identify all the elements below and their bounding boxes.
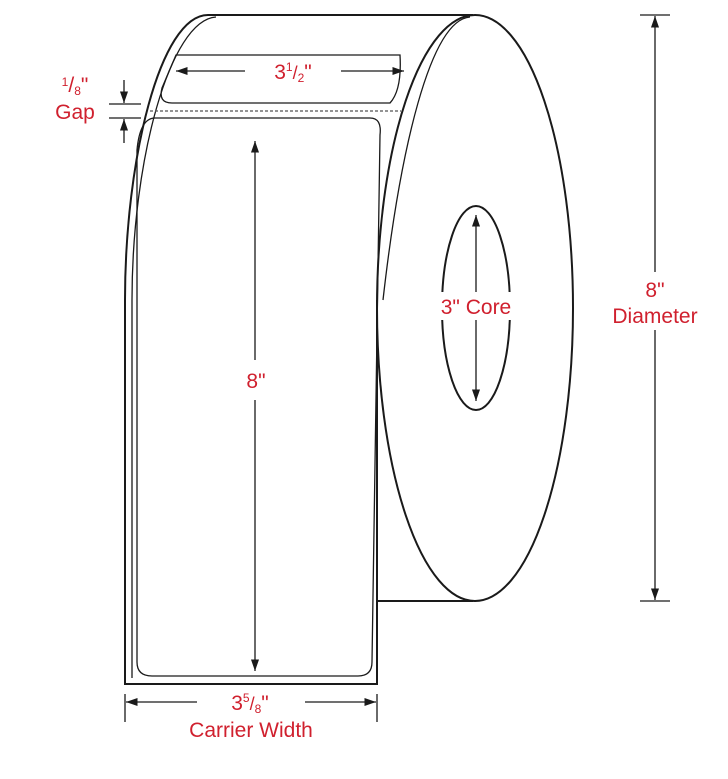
carrier-width-label: Carrier Width bbox=[189, 719, 313, 742]
gap-dimension: 1/8" Gap bbox=[55, 74, 141, 143]
carrier-width-dimension: 35/8" Carrier Width bbox=[124, 691, 378, 742]
label-width-text: 31/2" bbox=[274, 60, 312, 85]
carrier-inner-edge bbox=[131, 16, 217, 678]
main-label bbox=[136, 117, 381, 677]
roll-wrap-edge bbox=[382, 16, 471, 301]
label-width-dimension: 31/2" bbox=[176, 60, 404, 85]
diameter-value: 8" bbox=[645, 279, 664, 302]
label-height-text: 8" bbox=[246, 370, 265, 393]
diameter-dimension: 8" Diameter bbox=[612, 14, 698, 602]
carrier-outline bbox=[124, 14, 378, 685]
core-dimension: 3" Core bbox=[433, 215, 521, 401]
carrier-strip bbox=[124, 14, 471, 685]
core-text-bg bbox=[433, 292, 521, 320]
core-text: 3" Core bbox=[441, 296, 512, 319]
gap-value: 1/8" bbox=[62, 74, 89, 98]
label-height-dimension: 8" bbox=[246, 141, 266, 671]
diameter-label: Diameter bbox=[612, 305, 697, 328]
gap-label: Gap bbox=[55, 101, 95, 124]
carrier-width-text: 35/8" bbox=[231, 691, 269, 716]
